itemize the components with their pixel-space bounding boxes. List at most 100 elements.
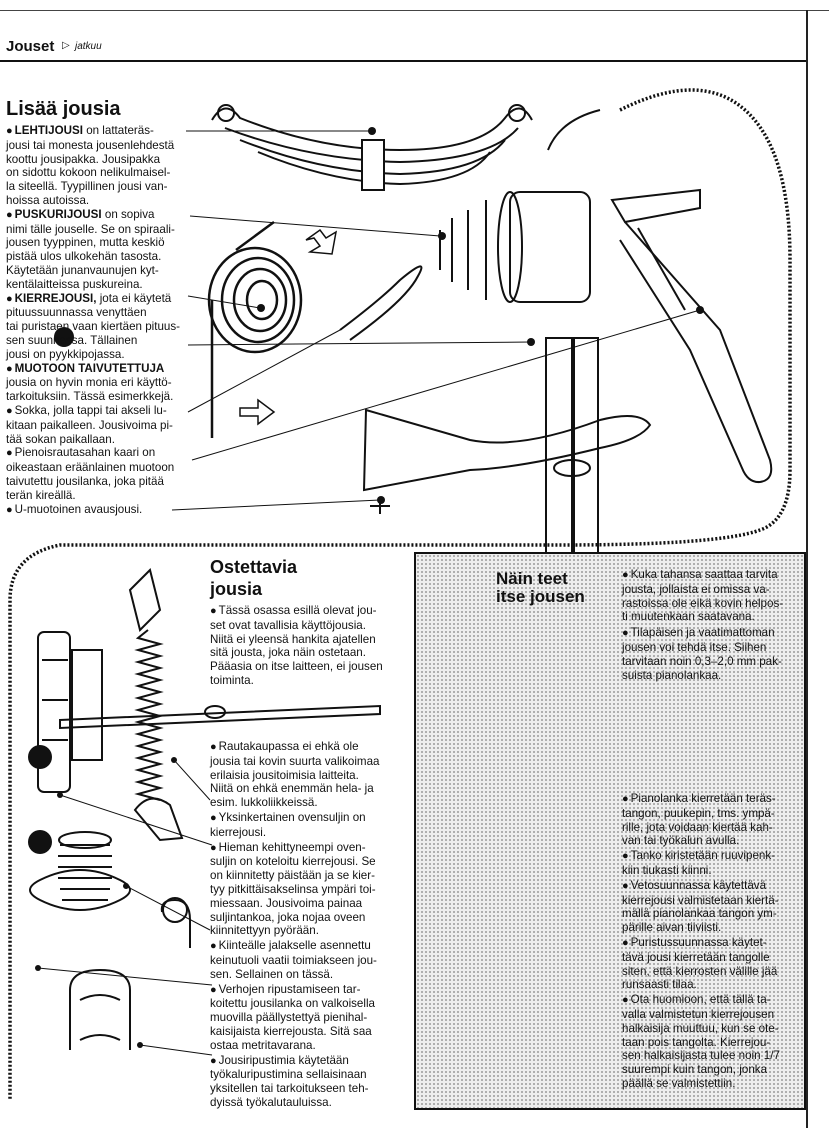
ostettavia-item-text: suljintankoa, joka nojaa oveen — [210, 910, 366, 924]
nain-lower-item-text: Tanko kiristetään ruuvipenk- — [630, 849, 776, 863]
nain-lower-item-line: tangon, puukepin, tms. ympä- — [622, 807, 798, 821]
nain-lower-item-line: sen halkaisijasta tulee noin 1/7 — [622, 1049, 798, 1063]
nain-lower-item-text: pärille aivan tiiviisti. — [622, 921, 722, 935]
nain-lower-item-line: siten, että kierrosten välille jää — [622, 965, 798, 979]
ostettavia-item-text: kaisijaista kierrejousta. Sitä saa — [210, 1024, 372, 1038]
nain-title-line1: Näin teet — [496, 569, 568, 588]
bullet-icon: ● — [6, 447, 13, 460]
nain-lower-item-line: päällä se valmistettiin. — [622, 1077, 798, 1091]
nain-lower-item-line: tävä jousi kierretään tangolle — [622, 951, 798, 965]
nain-top-item-text: Tilapäisen ja vaatimattoman — [630, 626, 775, 640]
ostettavia-item-line: muovilla päällystettyä pienihal- — [210, 1011, 406, 1025]
lisaa-text-line: oikeastaan eräänlainen muotoon — [6, 461, 175, 475]
nain-lower-item-text: Vetosuunnassa käytettävä — [630, 878, 767, 892]
lisaa-line: pistää ulos ulkokehän tasosta. — [6, 250, 194, 264]
lisaa-text-line: Käytetään junanvaunujen kyt- — [6, 263, 159, 277]
spring-clip-icon — [69, 968, 131, 1050]
nain-top-item-line: rastoissa ole eikä kovin helpos- — [622, 597, 798, 611]
ostettavia-item-line: Niitä on ehkä enemmän hela- ja — [210, 782, 406, 796]
lisaa-text-line: kitaan paikalleen. Jousivoima pi- — [6, 418, 173, 432]
lisaa-line: ●PUSKURIJOUSI on sopiva — [6, 208, 194, 223]
lisaa-text-line: taivutettu jousilanka, joka pitää — [6, 474, 164, 488]
lisaa-line: la siteellä. Tyypillinen jousi van- — [6, 180, 194, 194]
nain-top-item-line: ●Kuka tahansa saattaa tarvita — [622, 568, 798, 583]
lisaa-text-line: on lattateräs- — [86, 124, 154, 137]
ostettavia-item-text: työkaluripustimina sellaisinaan — [210, 1068, 367, 1082]
bullet-icon: ● — [210, 741, 217, 753]
ostettavia-intro-line: toiminta. — [210, 674, 406, 688]
lisaa-line: jousia on hyvin monia eri käyttö- — [6, 376, 194, 390]
ostettavia-item-line: tyy pitkittäisakselinsa ympäri toi- — [210, 883, 406, 897]
lisaa-text-line: sen suunnassa. Tällainen — [6, 333, 138, 347]
curtain-wire-icon — [8, 88, 792, 1100]
ostettavia-item-text: yksitellen tai tarkoitukseen teh- — [210, 1082, 369, 1096]
ostettavia-item-line: ●Kiinteälle jalakselle asennettu — [210, 939, 406, 954]
lisaa-section: Lisää jousia — [6, 98, 196, 120]
ostettavia-intro-line: ●Tässä osassa esillä olevat jou- — [210, 604, 406, 619]
nain-title: Näin teet itse jousen — [496, 570, 626, 606]
pliers-icon — [362, 408, 652, 514]
nain-lower-item-line: ●Vetosuunnassa käytettävä — [622, 879, 798, 894]
lisaa-text-line: koottu jousipakka. Jousipakka — [6, 152, 161, 166]
lisaa-line: tai puristaen vaan kiertäen pituus- — [6, 320, 194, 334]
ostettavia-item-text: miessaan. Jousivoima painaa — [210, 896, 363, 910]
lisaa-text-line: Pienoisrautasahan kaari on — [14, 446, 156, 460]
nain-lower-item: ●Puristussuunnassa käytet-tävä jousi kie… — [622, 936, 798, 992]
nain-title-line2: itse jousen — [496, 587, 585, 606]
ostettavia-title-line1: Ostettavia — [210, 557, 298, 577]
ostettavia-item-text: keinutuoli vaatii toimiakseen jou- — [210, 953, 377, 967]
lisaa-line: jousi on pyykkipojassa. — [6, 348, 194, 362]
ostettavia-item-text: esim. lukkoliikkeissä. — [210, 796, 318, 810]
lisaa-line: ●LEHTIJOUSI on lattateräs- — [6, 124, 194, 139]
nain-lower-item-line: rille, jota voidaan kiertää kah- — [622, 821, 798, 835]
ostettavia-intro-text: Pääasia on itse laitteen, ei jousen — [210, 660, 383, 674]
nain-lower-item-text: Pianolanka kierretään teräs- — [630, 792, 776, 805]
lisaa-line: Käytetään junanvaunujen kyt- — [6, 264, 194, 278]
ostettavia-section: Ostettavia jousia — [210, 556, 410, 600]
lisaa-text-line: jousen tyyppinen, mutta keskiö — [6, 236, 165, 250]
bullet-icon: ● — [210, 811, 217, 824]
door-spring-icon — [128, 568, 184, 842]
nain-lower-item-line: van tai työkalun avulla. — [622, 834, 798, 848]
nain-lower-item-text: kiin tiukasti kiinni. — [622, 863, 712, 877]
bullet-icon: ● — [622, 936, 629, 949]
lisaa-term: PUSKURIJOUSI — [14, 207, 102, 221]
nain-lower-item-line: runsaasti tilaa. — [622, 978, 798, 992]
bullet-icon: ● — [210, 605, 217, 617]
lisaa-line: on sidottu kokoon nelikulmaisel- — [6, 166, 194, 180]
ostettavia-item-line: ●Verhojen ripustamiseen tar- — [210, 983, 406, 998]
nain-lower-item-line: taan pois tangolta. Kierrejou- — [622, 1036, 798, 1050]
ostettavia-item: ●Verhojen ripustamiseen tar-koitettu jou… — [210, 983, 406, 1053]
nain-top-item-text: suista pianolankaa. — [622, 668, 722, 682]
bullet-icon: ● — [6, 503, 13, 516]
lisaa-line: ●KIERREJOUSI, jota ei käytetä — [6, 292, 194, 307]
nain-lower-item-line: suurempi kuin tangon, jonka — [622, 1063, 798, 1077]
triangle-right-icon: ▷ — [62, 40, 70, 51]
ostettavia-item-text: Kiinteälle jalakselle asennettu — [218, 939, 371, 953]
nain-lower-item-text: suurempi kuin tangon, jonka — [622, 1063, 768, 1077]
ostettavia-intro-text: sitä jousta, joka näin ostetaan. — [210, 646, 366, 660]
nain-lower-item-text: tangon, puukepin, tms. ympä- — [622, 806, 775, 820]
nain-lower-item-text: tävä jousi kierretään tangolle — [622, 950, 770, 964]
ostettavia-item-line: työkaluripustimina sellaisinaan — [210, 1068, 406, 1082]
ostettavia-intro-line: Niitä ei yleensä hankita ajatellen — [210, 633, 406, 647]
lisaa-line: oikeastaan eräänlainen muotoon — [6, 461, 194, 475]
bullet-icon: ● — [210, 841, 217, 854]
nain-lower-item-text: sen halkaisijasta tulee noin 1/7 — [622, 1049, 780, 1063]
lisaa-text-line: jousi on pyykkipojassa. — [6, 347, 125, 361]
ostettavia-item-line: ●Rautakaupassa ei ehkä ole — [210, 740, 406, 755]
ostettavia-item-text: jousia tai kovin suurta valikoimaa — [210, 754, 380, 768]
ostettavia-item-text: dyissä työkalutauluissa. — [210, 1095, 332, 1109]
ostettavia-item-text: kiinnitettyyn pyörään. — [210, 924, 319, 938]
lisaa-line: jousi tai monesta jousenlehdestä — [6, 139, 194, 153]
bullet-icon: ● — [6, 125, 13, 137]
bullet-icon: ● — [6, 292, 13, 305]
nain-lower-item-line: ●Puristussuunnassa käytet- — [622, 936, 798, 951]
bullet-icon: ● — [210, 1054, 217, 1067]
ostettavia-item-text: erilaisia jousitoimisia laitteita. — [210, 768, 359, 782]
ostettavia-item-line: kierrejousi. — [210, 826, 406, 840]
